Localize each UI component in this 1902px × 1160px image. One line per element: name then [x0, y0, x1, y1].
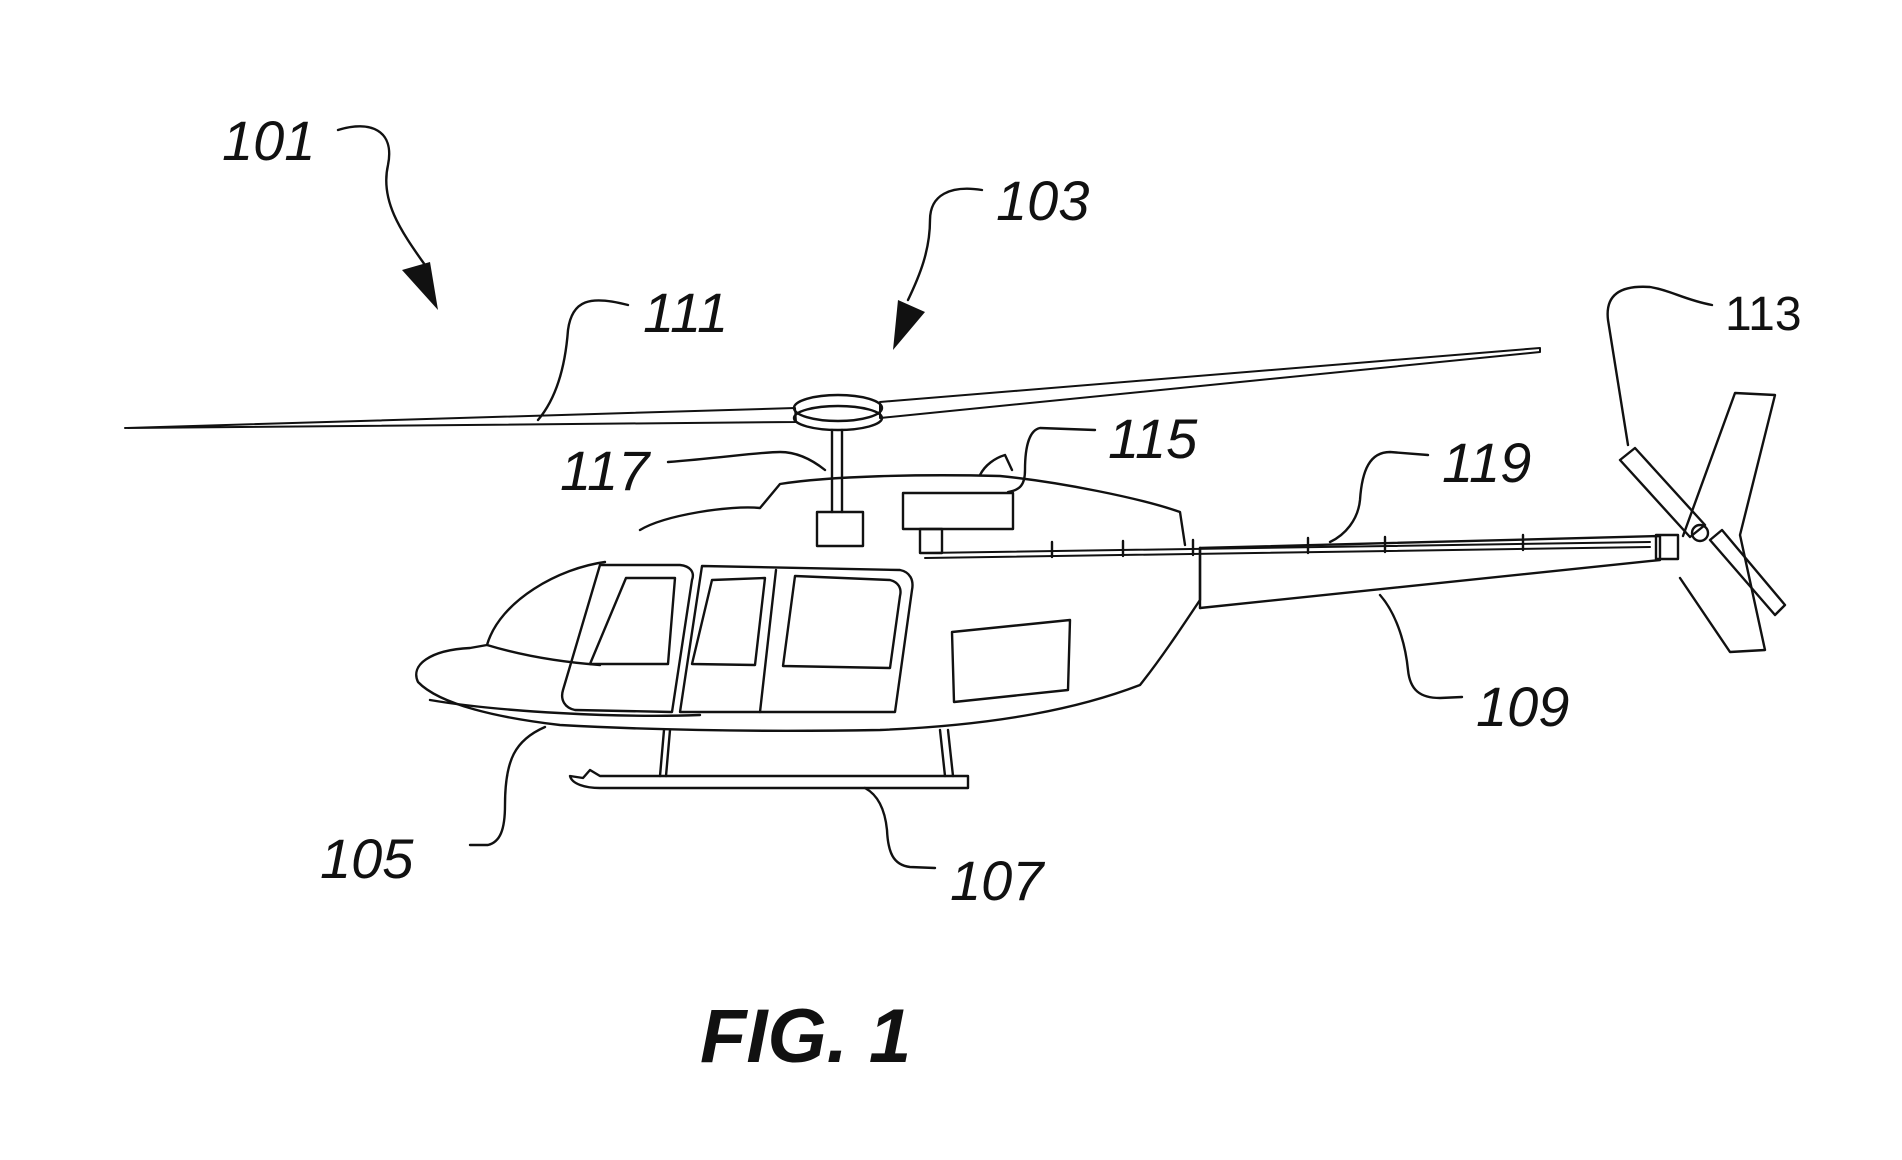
skid-rail	[570, 770, 968, 788]
label-109: 109	[1476, 675, 1569, 738]
window-middle	[692, 578, 765, 665]
leader-103	[908, 189, 982, 300]
vertical-fin	[1680, 393, 1775, 652]
main-rotor-blade-right	[880, 348, 1540, 418]
engine-component-base	[920, 529, 942, 553]
rear-door	[680, 566, 913, 712]
label-119: 119	[1442, 431, 1531, 494]
rotor-hub	[794, 395, 882, 421]
figure-caption: FIG. 1	[700, 994, 911, 1079]
main-rotor-blade-left	[125, 408, 796, 428]
tail-rotor-blade-upper	[1620, 448, 1705, 537]
label-117: 117	[560, 439, 651, 502]
leader-117	[668, 452, 825, 470]
label-111: 111	[643, 281, 728, 344]
engine-cowling	[640, 475, 1185, 545]
transmission-box	[817, 512, 863, 546]
arrow-101	[402, 262, 438, 310]
skid-struts	[660, 730, 953, 776]
label-101: 101	[222, 109, 315, 172]
leader-107	[865, 788, 935, 868]
exhaust-stack	[980, 455, 1012, 475]
label-115: 115	[1108, 407, 1198, 470]
window-rear	[783, 576, 901, 668]
leader-119	[1330, 452, 1428, 542]
nose-line	[487, 645, 600, 665]
label-113: 113	[1725, 288, 1802, 341]
label-103: 103	[996, 169, 1089, 232]
side-panel	[952, 620, 1070, 702]
window-front	[590, 578, 675, 664]
rotor-mast	[832, 430, 842, 512]
leader-109	[1380, 595, 1462, 698]
drive-shaft	[925, 542, 1650, 558]
leader-101	[338, 126, 425, 265]
arrow-103	[893, 300, 925, 350]
label-105: 105	[320, 827, 414, 890]
leader-111	[538, 300, 628, 420]
leader-105	[470, 727, 545, 845]
engine-component	[903, 493, 1013, 529]
leader-113	[1608, 287, 1712, 445]
label-107: 107	[950, 849, 1045, 912]
